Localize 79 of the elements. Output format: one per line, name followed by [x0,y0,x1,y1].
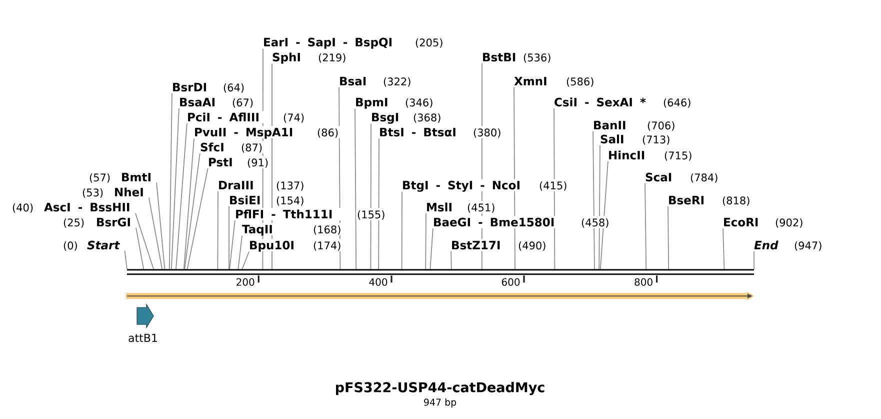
leader-line [170,107,180,270]
site-label: BsiEI (154) [230,196,304,206]
leader-line [176,122,188,270]
tick-label: 600 [502,278,520,286]
tick-label: 200 [236,278,254,286]
site-label: (25) BsrGI [64,218,130,228]
leader-line [229,219,236,270]
site-label: BpmI (346) [356,98,432,109]
leader-line [217,190,218,270]
length-label: 947 bp [424,398,456,408]
leader-line [228,206,230,270]
site-label: PvuII - MspA1I (86) [195,128,338,139]
site-label: BanII (706) [594,120,674,131]
site-label: SalI (713) [600,134,670,145]
leader-line [183,138,194,270]
site-label: BaeGI - Bme1580I (458) [434,218,608,228]
site-label: End (947) [754,240,822,251]
feature-label: attB1 [128,334,157,342]
site-label: BsaI (322) [340,76,410,87]
leader-line [598,144,600,270]
site-label: PciI - AflIII (74) [188,112,304,123]
site-label: BsaAI (67) [180,98,253,108]
site-label: (0) Start [64,240,120,251]
leader-line [481,62,482,270]
site-label: XmnI (586) [514,76,594,87]
site-label: PstI (91) [209,158,268,168]
leader-line [124,250,128,270]
site-label: MslI (451) [427,202,494,213]
site-label: (53) NheI [82,188,143,198]
site-label: EcoRI (902) [724,218,802,228]
site-label: ScaI (784) [646,172,718,183]
site-label: BsrDI (64) [173,82,244,93]
map-title: pFS322-USP44-catDeadMyc [336,382,544,396]
site-label: SphI (219) [272,52,346,64]
leader-line [722,227,725,270]
leader-line [156,182,166,270]
leader-line [148,197,163,270]
site-label: HincII (715) [609,150,692,161]
leader-line [425,212,426,270]
leader-line [554,107,556,270]
leader-line [242,251,250,270]
leader-line [186,167,208,270]
site-label: Bpu10I (174) [250,240,340,252]
leader-line [430,227,434,270]
leader-line [262,48,264,270]
site-label: SfcI (87) [200,142,262,153]
leader-line [238,235,242,270]
site-label: TaqII (168) [242,224,340,236]
leader-line [668,205,670,270]
site-label: BtsI - BtsαI (380) [380,128,500,138]
leader-line [184,152,200,270]
site-label: EarI - SapI - BspQI (205) [264,38,442,49]
leader-line [592,130,595,270]
site-label: PflFI - Tth111I (155) [236,210,384,220]
leader-line [134,212,154,270]
tick-label: 400 [369,278,388,286]
leader-line [600,160,608,270]
site-label: BstZ17I (490) [452,240,546,251]
leader-line [370,123,372,270]
leader-line [644,182,647,270]
site-label: BsgI (368) [372,112,440,124]
leader-line [514,86,516,270]
leader-line [136,227,144,270]
leader-line [168,92,172,270]
site-label: (57) BmtI [90,172,150,183]
leader-line [354,108,357,270]
site-label: DraIII (137) [219,180,304,191]
site-label: BstBI (536) [483,52,550,63]
site-label: BseRI (818) [669,196,750,206]
leader-line [450,250,452,270]
leader-line [338,86,341,270]
site-label: BtgI - StyI - NcoI (415) [403,180,566,192]
site-label: (40) AscI - BssHII [12,202,130,213]
tick-label: 800 [634,278,652,286]
leader-line [401,191,402,270]
sequence-line [127,269,754,275]
feature-band [126,292,754,300]
leader-line [378,137,380,270]
site-label: CsiI - SexAI * (646) [554,98,690,108]
